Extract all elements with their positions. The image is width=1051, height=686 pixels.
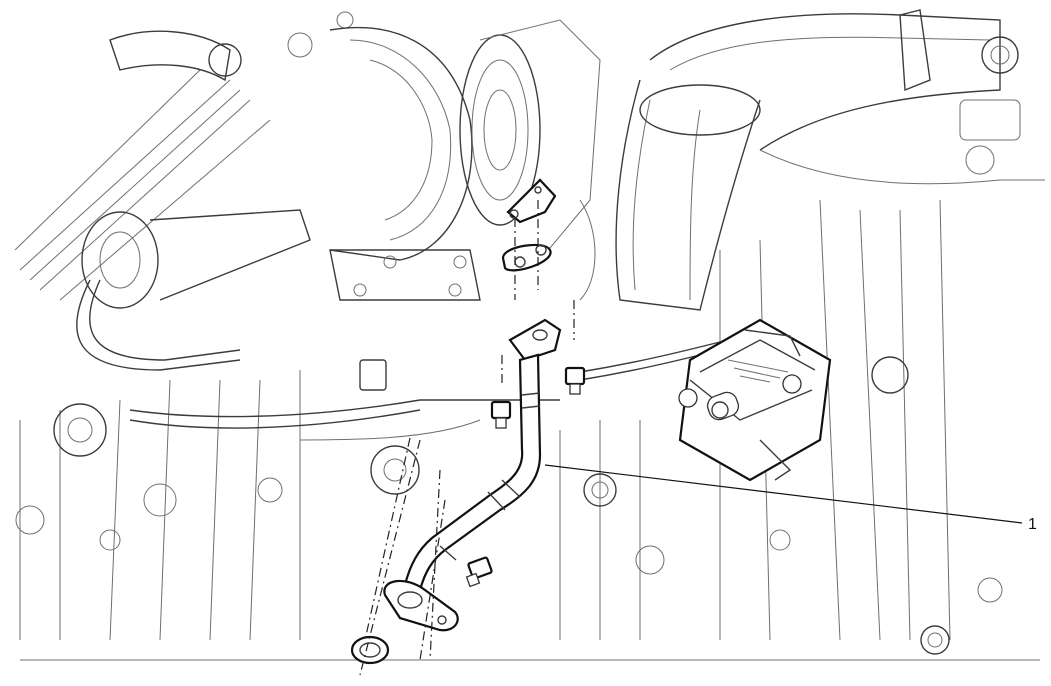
tube-lower-flange	[383, 579, 459, 632]
bolt-lower	[465, 556, 493, 588]
callout-leader-line	[544, 464, 1023, 524]
lower-gasket	[350, 635, 390, 665]
tube-assembly	[350, 178, 586, 676]
engine-background	[14, 9, 1045, 661]
sensor-module	[678, 318, 832, 482]
tube-upper-flange	[508, 318, 562, 362]
upper-gasket	[501, 243, 552, 272]
tube-body	[403, 353, 542, 592]
bolt-upper-left	[490, 400, 512, 429]
callout-label-1: 1	[1028, 516, 1037, 533]
upper-flange	[506, 178, 557, 224]
bolt-upper-right	[564, 366, 586, 395]
callout-1: 1	[544, 464, 1037, 533]
